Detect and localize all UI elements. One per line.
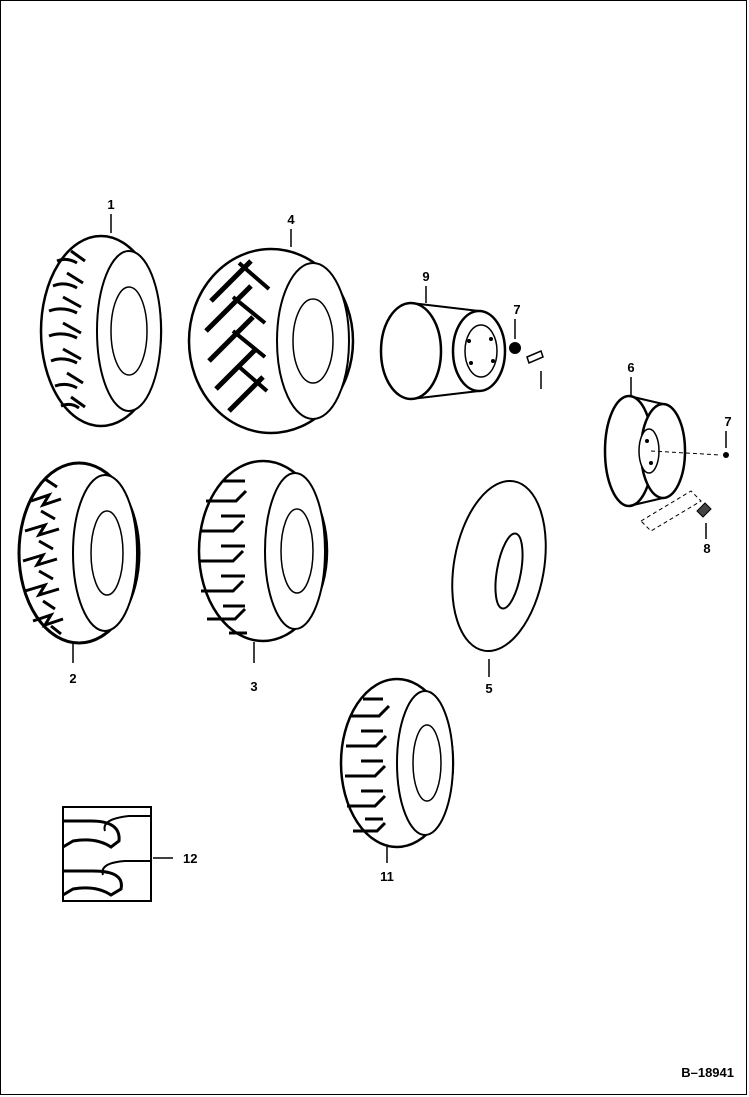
tire-2	[17, 461, 141, 645]
callout-4: 4	[287, 212, 295, 227]
tread-section-12	[62, 806, 152, 902]
callout-1: 1	[107, 197, 114, 212]
nut-7a	[509, 342, 521, 354]
callout-7b: 7	[724, 414, 731, 429]
callout-12: 12	[183, 851, 197, 866]
wheel-6	[603, 394, 722, 532]
tire-11	[339, 677, 455, 849]
rim-9	[379, 301, 507, 401]
callout-9: 9	[422, 269, 429, 284]
tire-1	[39, 234, 163, 428]
callout-3: 3	[250, 679, 257, 694]
nut-7b	[723, 452, 729, 458]
drawing-number: B–18941	[681, 1065, 734, 1080]
tire-3	[197, 459, 329, 643]
callout-7a: 7	[513, 302, 520, 317]
tube-5	[451, 479, 547, 653]
valve-stem	[526, 349, 544, 365]
callout-6: 6	[627, 360, 634, 375]
callout-8: 8	[703, 541, 710, 556]
stud-8	[696, 502, 712, 518]
callout-11: 11	[380, 869, 394, 884]
callout-2: 2	[69, 671, 76, 686]
tire-4	[187, 247, 355, 435]
callout-5: 5	[485, 681, 492, 696]
